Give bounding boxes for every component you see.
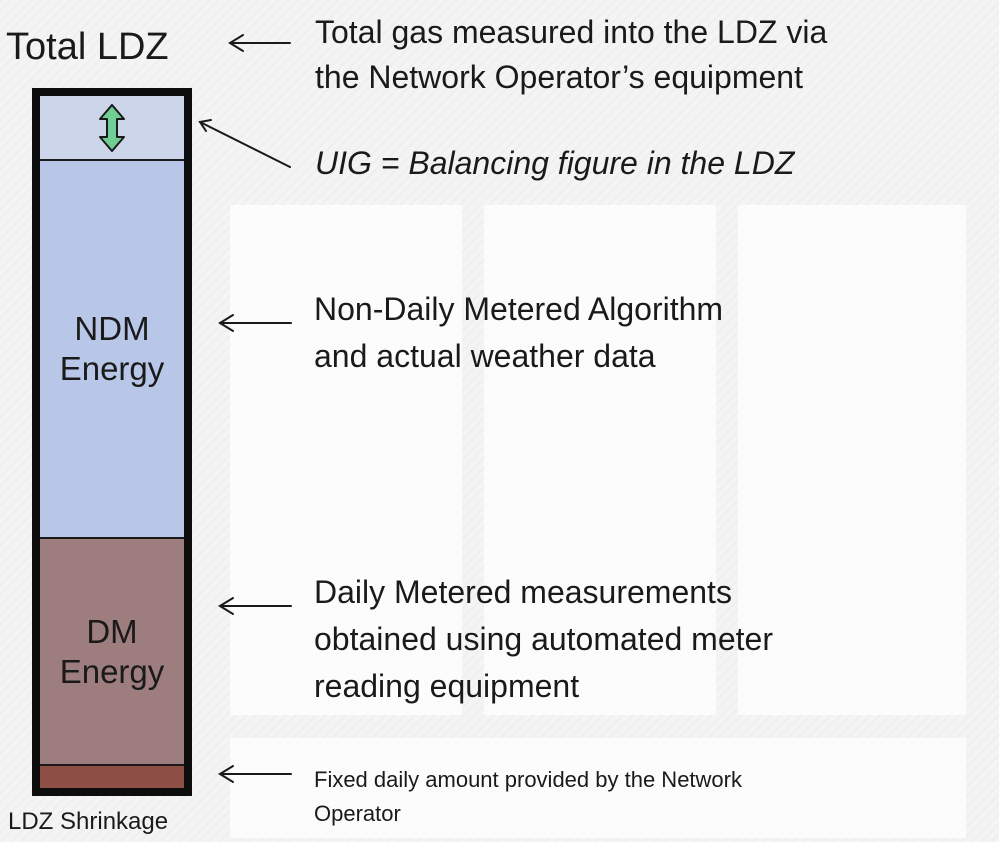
shrinkage-segment [40, 766, 184, 788]
left-arrow-icon [218, 765, 292, 783]
ldz-stacked-bar: NDM Energy DM Energy [32, 88, 192, 796]
left-arrow-icon [218, 597, 292, 615]
dm-energy-segment: DM Energy [40, 539, 184, 766]
left-arrow-icon [218, 314, 292, 332]
double-arrow-vertical-icon [99, 103, 125, 152]
ndm-energy-segment: NDM Energy [40, 161, 184, 539]
ldz-shrinkage-label: LDZ Shrinkage [8, 808, 169, 835]
background-panel [230, 205, 462, 715]
total-gas-annotation: Total gas measured into the LDZ via the … [315, 14, 828, 95]
left-arrow-icon [198, 119, 291, 168]
left-arrow-icon [228, 34, 291, 52]
shrinkage-annotation: Fixed daily amount provided by the Netwo… [314, 767, 742, 826]
total-ldz-label: Total LDZ [6, 26, 169, 68]
ndm-annotation: Non-Daily Metered Algorithm and actual w… [314, 291, 724, 374]
dm-annotation: Daily Metered measurements obtained usin… [314, 574, 773, 704]
uig-annotation: UIG = Balancing figure in the LDZ [315, 145, 795, 181]
uig-segment [40, 96, 184, 161]
background-panel [738, 205, 966, 715]
background-panel [484, 205, 716, 715]
background-panel [230, 738, 966, 838]
